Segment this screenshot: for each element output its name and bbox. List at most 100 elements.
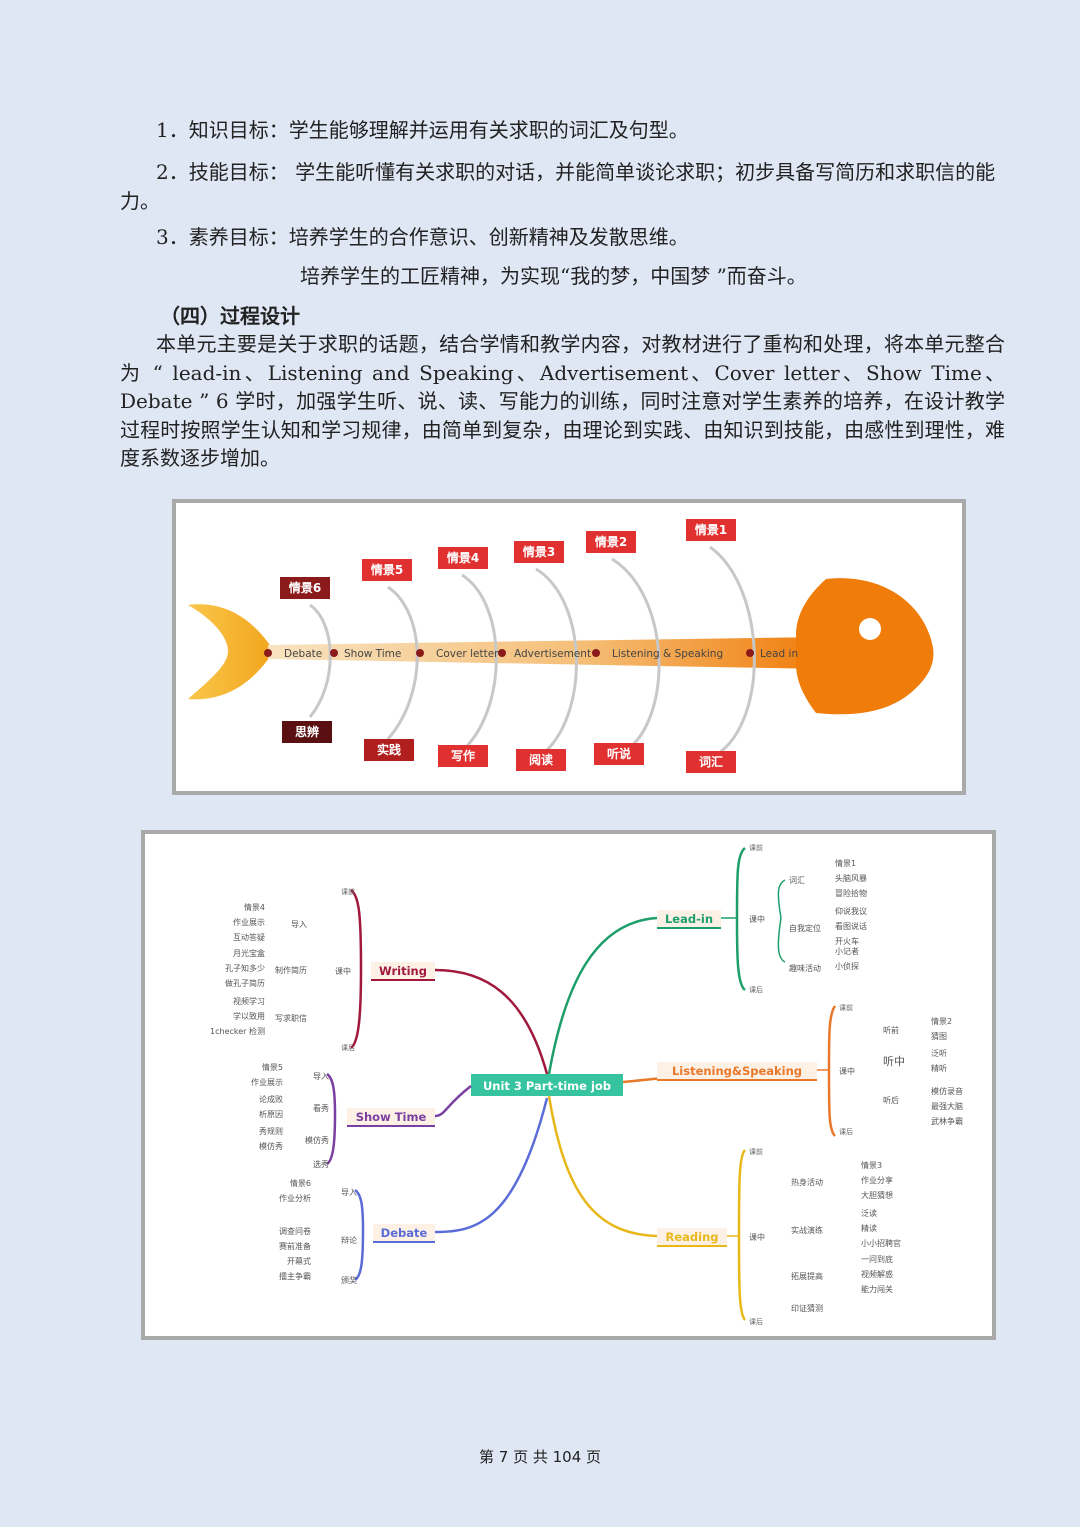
show-time-leaf: 情景5 [262, 1062, 283, 1072]
center-node-box [471, 1074, 623, 1096]
spine-label: Show Time [344, 648, 401, 660]
branch-writing-box [371, 962, 435, 980]
scene-tag: 情景4 [447, 550, 479, 565]
listening-group: 听前 [883, 1025, 899, 1035]
debate-group: 辩论 [341, 1235, 357, 1245]
spine-node [264, 649, 272, 657]
show-time-group: 导入 [313, 1072, 329, 1081]
writing-group: 制作简历 [275, 965, 307, 975]
skill-tag-box [594, 743, 644, 765]
spine-node [592, 649, 600, 657]
skill-tag: 阅读 [529, 752, 553, 767]
reading-leaf: 小小招聘官 [861, 1238, 901, 1248]
lead-in-post: 课后 [749, 985, 763, 994]
debate-leaf: 赛前准备 [279, 1241, 311, 1251]
reading-group: 热身活动 [791, 1177, 823, 1187]
skill-tag: 词汇 [699, 755, 723, 769]
reading-pre: 课前 [749, 1147, 763, 1156]
literacy-objective: 3．素养目标：培养学生的合作意识、创新精神及发散思维。 [156, 225, 689, 249]
listening-leaf: 最强大脑 [931, 1101, 963, 1111]
reading-leaf: 情景3 [861, 1160, 882, 1170]
branch-reading: Reading [665, 1230, 718, 1244]
spine-label: Lead in [760, 648, 798, 660]
footer-mid: 页 共 [513, 1448, 548, 1466]
fish-head [796, 578, 934, 715]
reading-post: 课后 [749, 1317, 763, 1326]
footer-prefix: 第 [478, 1448, 494, 1466]
debate-leaf: 擂主争霸 [279, 1271, 311, 1281]
footer-page: 7 [498, 1448, 509, 1466]
skill-tag: 实践 [377, 742, 401, 757]
reading-group: 印证猜测 [791, 1303, 823, 1313]
lead-in-group: 自我定位 [789, 923, 821, 933]
writing-leaf: 作业展示 [233, 917, 265, 927]
listening-leaf: 模仿录音 [931, 1086, 963, 1096]
writing-leaf: 1checker 检测 [210, 1026, 265, 1036]
branch-show-time: Show Time [356, 1110, 427, 1124]
skill-tag: 思辨 [295, 724, 319, 739]
branch-listening: Listening&Speaking [672, 1064, 802, 1078]
spine-label: Cover letter [436, 648, 499, 660]
skill-tag-box [364, 739, 414, 761]
lead-in-group: 趣味活动 [789, 963, 821, 973]
listening-mid: 课中 [839, 1066, 855, 1076]
page-footer: 第 7 页 共 104 页 [0, 1446, 1080, 1467]
fish-spine [268, 637, 826, 669]
branch-listening-box [657, 1062, 817, 1080]
show-time-leaf: 模仿秀 [259, 1141, 283, 1151]
lead-in-leaf: 头脑风暴 [835, 873, 867, 883]
center-node: Unit 3 Part-time job [483, 1079, 611, 1093]
scene-tag-box [586, 531, 636, 553]
writing-leaf: 孔子知多少 [225, 963, 265, 973]
reading-mid: 课中 [749, 1232, 765, 1242]
process-paragraph: 本单元主要是关于求职的话题，结合学情和教学内容，对教材进行了重构和处理，将本单元… [120, 332, 1005, 470]
reading-leaf: 精读 [861, 1223, 877, 1233]
lead-in-leaf: 情景1 [835, 858, 856, 868]
reading-leaf: 视频解惑 [861, 1269, 893, 1279]
writing-mid: 课中 [335, 966, 351, 976]
scene-tag-box [362, 559, 412, 581]
debate-leaf: 开幕式 [287, 1256, 311, 1266]
spine-node [330, 649, 338, 657]
fish-eye [859, 618, 881, 640]
scene-tag-box [686, 519, 736, 541]
listening-group: 听中 [883, 1055, 905, 1068]
show-time-group: 选秀 [313, 1159, 329, 1169]
show-time-leaf: 秀规则 [259, 1126, 283, 1136]
reading-group: 拓展提高 [791, 1271, 823, 1281]
listening-post: 课后 [839, 1127, 853, 1136]
scene-tag-box [514, 541, 564, 563]
scene-tag: 情景2 [595, 534, 627, 549]
reading-leaf: 大胆猜想 [861, 1190, 893, 1200]
footer-total: 104 [552, 1448, 582, 1466]
fish-tail [188, 604, 274, 700]
branch-debate: Debate [381, 1226, 428, 1240]
spine-label: Listening & Speaking [612, 648, 723, 660]
debate-group: 导入 [341, 1188, 357, 1197]
craftsman-objective: 培养学生的工匠精神，为实现“我的梦，中国梦 ”而奋斗。 [300, 264, 807, 288]
show-time-leaf: 析原因 [259, 1109, 283, 1119]
lead-in-leaf: 小记者 [835, 947, 859, 956]
reading-leaf: 一问到底 [861, 1254, 893, 1264]
debate-leaf: 作业分析 [279, 1193, 311, 1203]
branch-show-time-box [347, 1108, 435, 1126]
branch-debate-box [373, 1224, 435, 1242]
spine-label: Advertisement [514, 648, 591, 660]
skill-tag: 听说 [607, 746, 631, 761]
lead-in-mid: 课中 [749, 914, 765, 924]
show-time-group: 看秀 [313, 1103, 329, 1113]
debate-leaf: 情景6 [290, 1178, 311, 1188]
writing-post: 课后 [341, 1043, 355, 1052]
section-heading: （四）过程设计 [160, 304, 300, 328]
scene-tag: 情景6 [289, 580, 321, 595]
writing-leaf: 学以致用 [233, 1011, 265, 1021]
writing-leaf: 互动答疑 [233, 932, 265, 942]
scene-tag-box [280, 577, 330, 599]
branch-lead-in: Lead-in [665, 912, 713, 926]
debate-leaf: 调查问卷 [279, 1226, 311, 1236]
listening-group: 听后 [883, 1095, 899, 1105]
lead-in-leaf: 仰说我议 [835, 906, 867, 916]
skill-tag-box [282, 721, 332, 743]
reading-group: 实战演练 [791, 1225, 823, 1235]
